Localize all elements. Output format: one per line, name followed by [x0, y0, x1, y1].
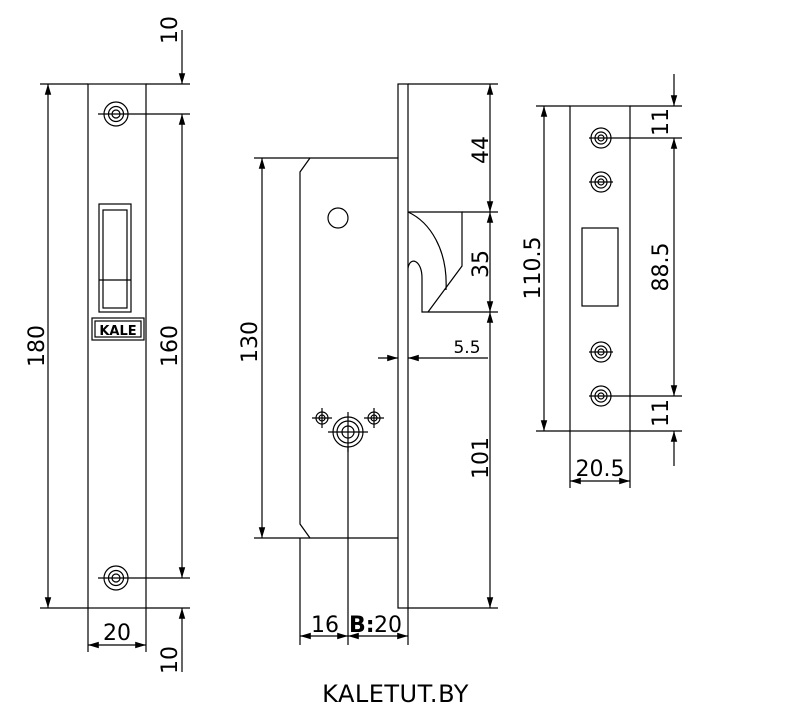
side-faceplate: [397, 83, 409, 609]
strike-plate-view: [536, 74, 682, 488]
dim-body-height: 130: [238, 321, 263, 363]
cylinder-screw-left-icon: [312, 408, 332, 428]
svg-text:KALE: KALE: [99, 324, 136, 339]
strike-plate: [569, 105, 631, 432]
dim-left-width: 16: [311, 613, 339, 638]
front-faceplate: [87, 83, 147, 609]
dim-faceplate-thickness: 5.5: [453, 338, 480, 358]
dim-latch-height: 35: [469, 250, 494, 278]
dim-top-to-latch: 44: [469, 136, 494, 164]
dim-front-top-offset: 10: [158, 16, 183, 44]
front-bottom-screw-icon: [98, 565, 134, 591]
dim-strike-width: 20.5: [576, 457, 625, 482]
cylinder-icon: [328, 412, 368, 452]
strike-screw-1-icon: [589, 127, 613, 149]
hook-latch: [407, 211, 463, 313]
dim-strike-hole-spacing: 88.5: [649, 243, 674, 292]
site-footer: KALETUT.BY: [322, 680, 469, 708]
front-top-screw-icon: [98, 101, 134, 127]
strike-screw-4-icon: [589, 385, 613, 407]
dim-front-hole-spacing: 160: [158, 325, 183, 367]
strike-screw-3-icon: [589, 341, 613, 363]
dim-backset-value: 20: [374, 613, 402, 638]
dim-strike-top-offset: 11: [649, 108, 674, 136]
dim-strike-bottom-offset: 11: [649, 399, 674, 427]
front-latch-window: [98, 203, 132, 313]
dim-front-width: 20: [103, 621, 131, 646]
strike-screw-2-icon: [589, 171, 613, 193]
dim-strike-height: 110.5: [521, 237, 546, 300]
brand-logo: KALE: [91, 317, 145, 341]
body-hole: [327, 207, 349, 229]
lock-body-outline: [299, 157, 398, 539]
front-view: KALE: [40, 30, 190, 672]
side-view: [254, 83, 498, 645]
cylinder-screw-right-icon: [364, 408, 384, 428]
dim-front-bottom-offset: 10: [158, 646, 183, 674]
dim-front-height: 180: [25, 325, 50, 367]
strike-opening: [581, 227, 619, 307]
dim-bottom: 101: [469, 437, 494, 479]
dim-backset-label: B:: [349, 613, 375, 638]
